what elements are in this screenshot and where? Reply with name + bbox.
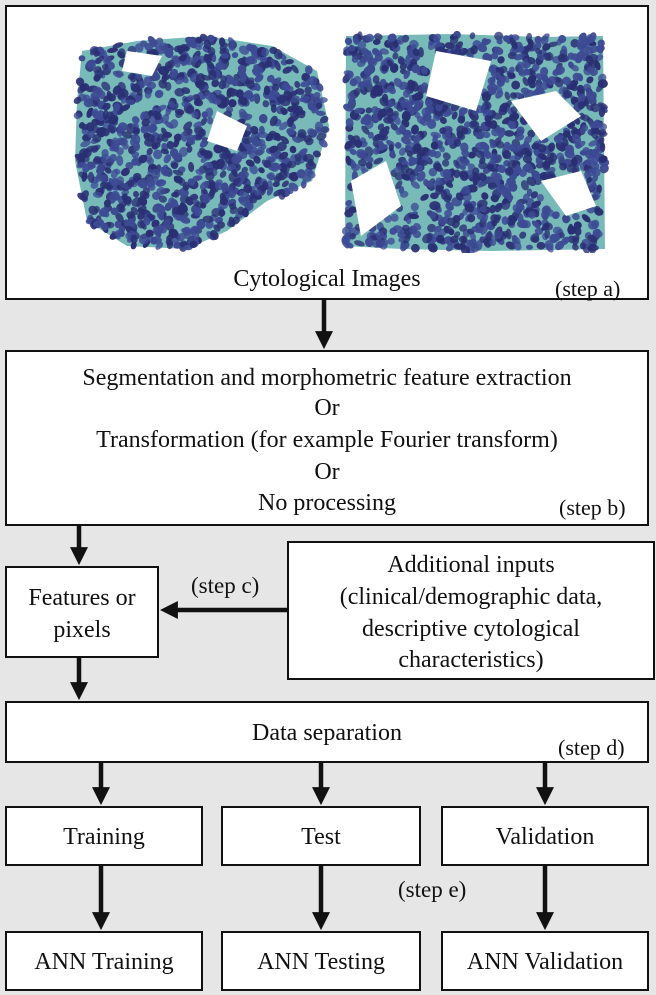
test-label: Test [301,824,341,850]
validation-label: Validation [495,824,595,850]
ann-testing-box: ANN Testing [221,931,421,991]
step-e-label: (step e) [398,877,467,902]
cytology-image-right [341,31,609,253]
validation-box: Validation [441,806,649,866]
data-separation-box: Data separation (step d) [5,701,649,763]
processing-none-text: No processing [258,490,396,516]
processing-or-text-1: Or [314,395,340,421]
ann-training-label: ANN Training [34,949,174,975]
processing-or-text-2: Or [314,459,340,485]
step-d-label: (step d) [558,735,625,760]
cytology-image-left-graphic [73,33,330,252]
features-text: Features or [28,585,136,611]
additional-inputs-descriptive: descriptive cytological [362,616,580,642]
ann-validation-label: ANN Validation [466,949,624,975]
step-b-label: (step b) [559,495,626,520]
additional-inputs-characteristics: characteristics) [398,647,544,673]
additional-inputs-box: Additional inputs (clinical/demographic … [287,541,655,680]
cytology-image-right-graphic [341,31,609,253]
ann-testing-label: ANN Testing [257,949,385,975]
processing-transformation-text: Transformation (for example Fourier tran… [96,427,558,453]
additional-inputs-title: Additional inputs [387,552,555,578]
step-a-label: (step a) [555,276,621,301]
processing-segmentation-text: Segmentation and morphometric feature ex… [82,365,572,391]
cytological-images-title: Cytological Images [233,266,421,292]
ann-validation-box: ANN Validation [441,931,649,991]
cytology-image-left [67,31,337,253]
features-pixels-box: Features or pixels [5,566,159,658]
processing-box: Segmentation and morphometric feature ex… [5,350,649,526]
data-separation-title: Data separation [252,720,402,746]
cytological-images-box: Cytological Images (step a) [5,5,649,301]
additional-inputs-clinical: (clinical/demographic data, [339,584,603,610]
pixels-text: pixels [53,617,111,643]
ann-training-box: ANN Training [5,931,203,991]
step-c-label: (step c) [191,573,260,598]
training-box: Training [5,806,203,866]
training-label: Training [63,824,145,850]
test-box: Test [221,806,421,866]
